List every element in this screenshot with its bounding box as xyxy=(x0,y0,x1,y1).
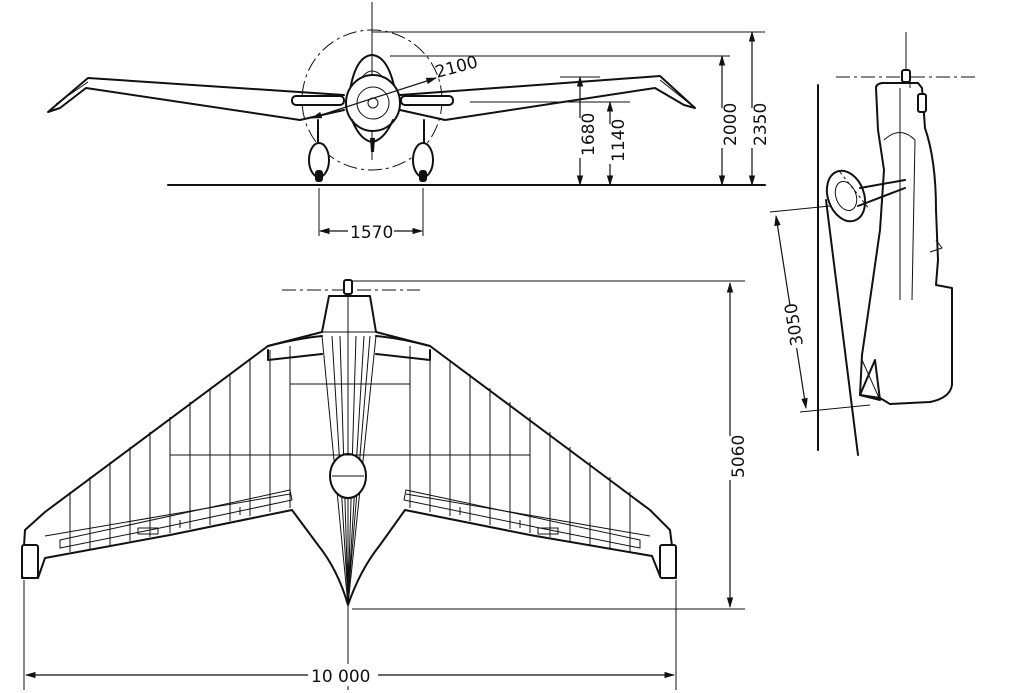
right-wingtip-fin xyxy=(659,544,677,579)
dim-overall-height: 2350 xyxy=(751,103,771,146)
right-wing-ribs xyxy=(409,346,631,552)
dim-side: 3050 xyxy=(781,301,808,347)
left-wing-ribs xyxy=(69,346,291,552)
front-canopy xyxy=(349,54,396,91)
side-view: 3050 xyxy=(769,32,975,456)
dim-length: 5060 xyxy=(729,435,749,478)
dim-height-wing-root: 1140 xyxy=(609,119,629,162)
dim-wingspan: 10 000 xyxy=(311,667,370,687)
plan-view: 5060 10 000 xyxy=(21,279,749,690)
dim-height-wingtip: 1680 xyxy=(579,113,599,156)
side-wheel xyxy=(825,169,867,223)
left-wing-front xyxy=(47,77,345,121)
right-wing-front xyxy=(399,75,696,121)
front-view: 2100 1680 1140 2000 2350 1570 xyxy=(47,2,771,243)
dim-track: 1570 xyxy=(350,223,393,243)
dim-propeller-diameter: 2100 xyxy=(433,52,480,83)
side-fuselage xyxy=(859,82,953,405)
dim-height-hub: 2000 xyxy=(721,103,741,146)
left-wingtip-fin xyxy=(21,544,39,579)
